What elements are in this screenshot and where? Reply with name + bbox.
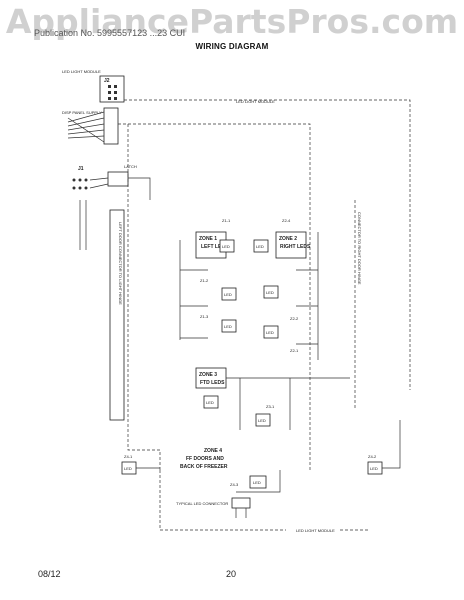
latch-label: LATCH xyxy=(124,164,137,169)
zone1-subtitle: LEFT LEDS xyxy=(201,244,229,250)
publication-line: Publication No. 5995557123 ...23 CUI xyxy=(34,28,186,38)
zone4-wires xyxy=(136,420,401,493)
zone3-wires xyxy=(226,377,350,430)
zone2-subtitle: RIGHT LEDS xyxy=(280,244,311,250)
z4-2-label: Z4-2 xyxy=(368,454,377,459)
top-module-label: LED LIGHT MODULE xyxy=(62,69,101,74)
z2-2-label: Z2-2 xyxy=(290,316,299,321)
footer-date: 08/12 xyxy=(38,569,61,579)
right-door-label: CONNECTOR TO RIGHT DOOR HINGE xyxy=(357,212,362,285)
z2-4-label: Z2-4 xyxy=(282,218,291,223)
z1-1-led-text: LED xyxy=(222,244,230,249)
zone4-subtitle-1: FF DOORS AND xyxy=(186,456,224,462)
watermark-logo: AppliancePartsPros.com xyxy=(5,2,459,41)
zone2-title: ZONE 2 xyxy=(279,236,297,242)
z2-led-3 xyxy=(263,325,279,339)
z3-1-label: Z3-1 xyxy=(266,404,275,409)
z4-1-led-text: LED xyxy=(124,466,132,471)
disp-connector-box xyxy=(103,107,119,145)
j2-label: J2 xyxy=(104,78,110,84)
z4-3-label: Z4-3 xyxy=(230,482,239,487)
z3-led-1 xyxy=(203,395,219,409)
zone2-wires xyxy=(296,232,319,360)
zone1-wires xyxy=(179,240,208,340)
z1-2-label: Z1-2 xyxy=(200,278,209,283)
j2-connector-box xyxy=(99,75,125,103)
z2-3-led-text: LED xyxy=(266,330,274,335)
typical-connector-label: TYPICAL LED CONNECTOR xyxy=(176,501,228,506)
bottom-bus-wire xyxy=(159,470,286,531)
z1-3-led-text: LED xyxy=(224,324,232,329)
zone4-subtitle-2: BACK OF FREEZER xyxy=(180,464,228,470)
diagram-title: WIRING DIAGRAM xyxy=(195,42,269,51)
z2-1-label: Z2-1 xyxy=(290,348,299,353)
zone3-title: ZONE 3 xyxy=(199,372,217,378)
j1-terminals xyxy=(72,178,88,190)
zone1-title: ZONE 1 xyxy=(199,236,217,242)
z4-led-3 xyxy=(249,475,267,489)
z1-led-2 xyxy=(221,287,237,301)
z1-3-label: Z1-3 xyxy=(200,314,209,319)
z2-led-2 xyxy=(263,285,279,299)
typical-connector-box xyxy=(231,497,251,509)
z3-led-2 xyxy=(255,413,271,427)
latch-wires xyxy=(89,177,151,200)
disp-bus-wire xyxy=(118,123,311,470)
bottom-module-label: LED LIGHT MODULE xyxy=(296,528,335,533)
left-door-wires xyxy=(79,200,87,250)
zone4-title: ZONE 4 xyxy=(204,448,222,454)
z2-2-led-text: LED xyxy=(266,290,274,295)
z4-3-led-text: LED xyxy=(253,480,261,485)
disp-wires xyxy=(67,111,105,143)
disp-supply-label: DISP PANEL SUPPLY xyxy=(62,110,102,115)
zone3-subtitle: FTD LEDS xyxy=(200,380,225,386)
z3-2-led-text: LED xyxy=(258,418,266,423)
z2-1-led-text: LED xyxy=(256,244,264,249)
typical-connector-leads xyxy=(235,508,247,518)
latch-box xyxy=(107,171,129,187)
left-door-label: LEFT DOOR CONNECTOR TO LIGHT HINGE xyxy=(118,222,123,305)
led-bus-label: LED LIGHT MODULE xyxy=(236,99,275,104)
led-bus-wire xyxy=(124,99,411,390)
left-door-connector-box xyxy=(109,209,125,421)
z3-1-led-text: LED xyxy=(206,400,214,405)
z2-led-1 xyxy=(253,239,269,253)
z4-1-label: Z4-1 xyxy=(124,454,133,459)
footer-page-number: 20 xyxy=(226,569,237,579)
z1-led-3 xyxy=(221,319,237,333)
z1-2-led-text: LED xyxy=(224,292,232,297)
z1-1-label: Z1-1 xyxy=(222,218,231,223)
zone2-box xyxy=(275,231,307,259)
z1-led-1 xyxy=(219,239,235,253)
left-bus-wire xyxy=(127,124,161,470)
j1-label: J1 xyxy=(78,166,84,172)
j2-pins xyxy=(108,85,117,100)
z4-2-led-text: LED xyxy=(370,466,378,471)
